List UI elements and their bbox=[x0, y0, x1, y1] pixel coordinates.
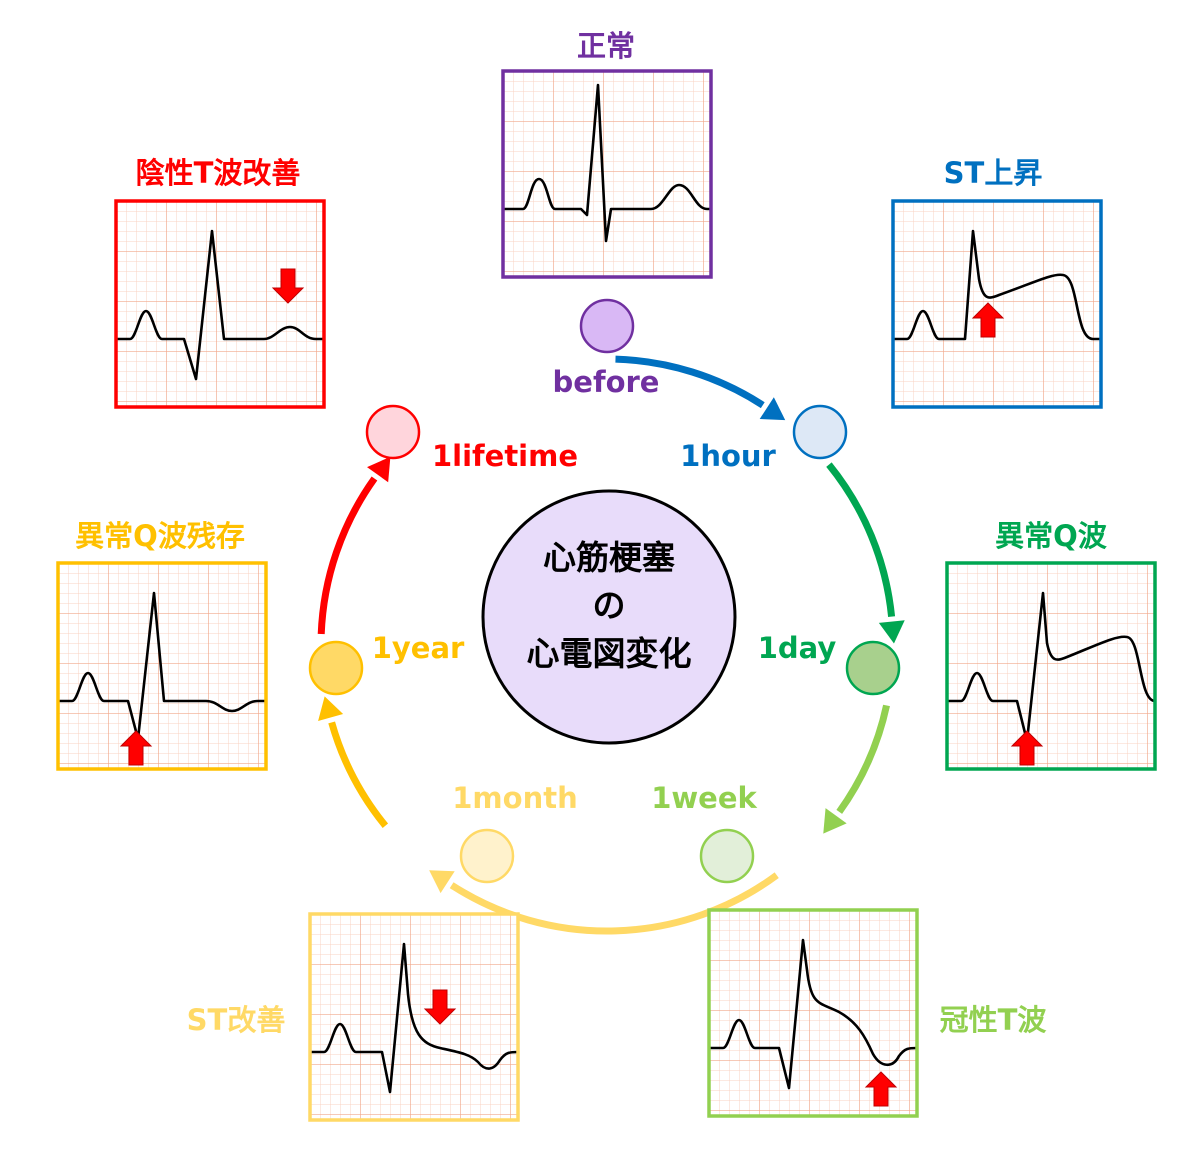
ecg-panel-coronary_t bbox=[707, 908, 919, 1118]
node-1month bbox=[459, 828, 515, 884]
ecg-panel-t_improve bbox=[114, 199, 326, 409]
ecg-frame-st_improve bbox=[308, 912, 520, 1122]
ecg-trace-st_up bbox=[893, 229, 1101, 341]
time-label-1lifetime: 1lifetime bbox=[432, 439, 578, 473]
center-title: 心筋梗塞 の 心電図変化 bbox=[481, 489, 737, 745]
ecg-label-q-residual: 異常Q波残存 bbox=[75, 519, 245, 553]
ecg-trace-coronary_t bbox=[709, 938, 918, 1090]
down-arrow-icon bbox=[423, 989, 457, 1025]
ecg-label-coronary-t: 冠性T波 bbox=[940, 1003, 1048, 1037]
cycle-arrow-q_residual-to-t_improve bbox=[317, 476, 378, 635]
ecg-frame-t_improve bbox=[114, 199, 326, 409]
cycle-arrow-normal-to-st_up bbox=[615, 355, 765, 409]
time-label-1year: 1year bbox=[372, 631, 465, 665]
ecg-panel-st_up bbox=[891, 199, 1103, 409]
ecg-frame-q_wave bbox=[945, 561, 1157, 771]
cycle-arrow-q_wave-to-coronary_t bbox=[836, 704, 890, 814]
ecg-trace-q_wave bbox=[947, 591, 1156, 743]
ecg-label-q-wave: 異常Q波 bbox=[995, 519, 1108, 553]
time-label-before: before bbox=[553, 365, 660, 399]
ecg-grid bbox=[310, 914, 518, 1120]
node-1hour bbox=[792, 404, 848, 460]
up-arrow-icon bbox=[1010, 730, 1044, 766]
ecg-grid bbox=[947, 563, 1155, 769]
ecg-trace-q_residual bbox=[58, 591, 266, 741]
node-1day bbox=[845, 640, 901, 696]
node-1lifetime bbox=[365, 404, 421, 460]
node-1year bbox=[308, 640, 364, 696]
ecg-grid bbox=[503, 71, 711, 277]
cycle-arrows bbox=[317, 355, 905, 935]
ecg-panels bbox=[56, 69, 1157, 1122]
ecg-frame-q_residual bbox=[56, 561, 268, 771]
cycle-arrow-coronary_t-to-st_improve bbox=[449, 872, 779, 935]
ecg-grid bbox=[893, 201, 1101, 407]
arrowhead-st_up bbox=[759, 397, 786, 421]
cycle-arrow-st_improve-to-q_residual bbox=[328, 721, 389, 828]
ecg-panel-normal bbox=[501, 69, 713, 279]
ecg-trace-t_improve bbox=[116, 229, 324, 381]
arrowhead-st_improve bbox=[429, 870, 455, 894]
time-label-1month: 1month bbox=[452, 781, 577, 815]
up-arrow-icon bbox=[119, 730, 153, 766]
ecg-label-t-improve: 陰性T波改善 bbox=[136, 156, 301, 190]
ecg-label-st-up: ST上昇 bbox=[944, 156, 1043, 190]
ecg-label-st-improve: ST改善 bbox=[187, 1003, 286, 1037]
node-before bbox=[579, 298, 635, 354]
center-line-1: 心筋梗塞 bbox=[543, 538, 675, 577]
time-labels: before 1hour 1day 1week 1month 1year 1li… bbox=[372, 365, 837, 815]
time-label-1hour: 1hour bbox=[680, 439, 776, 473]
ecg-panel-q_residual bbox=[56, 561, 268, 771]
ecg-frame-coronary_t bbox=[707, 908, 919, 1118]
arrowhead-q_residual bbox=[318, 696, 344, 722]
time-nodes bbox=[308, 298, 901, 884]
ecg-labels: 正常 ST上昇 異常Q波 冠性T波 ST改善 異常Q波残存 陰性T波改善 bbox=[75, 29, 1108, 1037]
arrowhead-coronary_t bbox=[823, 808, 847, 834]
up-arrow-icon bbox=[971, 302, 1005, 338]
ecg-trace-normal bbox=[503, 83, 711, 243]
node-1week bbox=[699, 828, 755, 884]
ecg-label-normal: 正常 bbox=[577, 29, 635, 63]
ecg-panel-st_improve bbox=[308, 912, 520, 1122]
time-label-1week: 1week bbox=[651, 781, 757, 815]
ecg-frame-normal bbox=[501, 69, 713, 279]
cycle-arrow-st_up-to-q_wave bbox=[826, 462, 896, 617]
center-line-3: 心電図変化 bbox=[527, 634, 692, 673]
down-arrow-icon bbox=[271, 268, 305, 304]
up-arrow-icon bbox=[864, 1071, 898, 1107]
arrowhead-q_wave bbox=[878, 620, 905, 644]
ecg-frame-st_up bbox=[891, 199, 1103, 409]
center-line-2: の bbox=[593, 586, 626, 625]
time-label-1day: 1day bbox=[758, 631, 837, 665]
ecg-panel-q_wave bbox=[945, 561, 1157, 771]
ecg-trace-st_improve bbox=[310, 942, 519, 1094]
arrowhead-t_improve bbox=[367, 456, 391, 483]
center-disk bbox=[481, 489, 737, 745]
